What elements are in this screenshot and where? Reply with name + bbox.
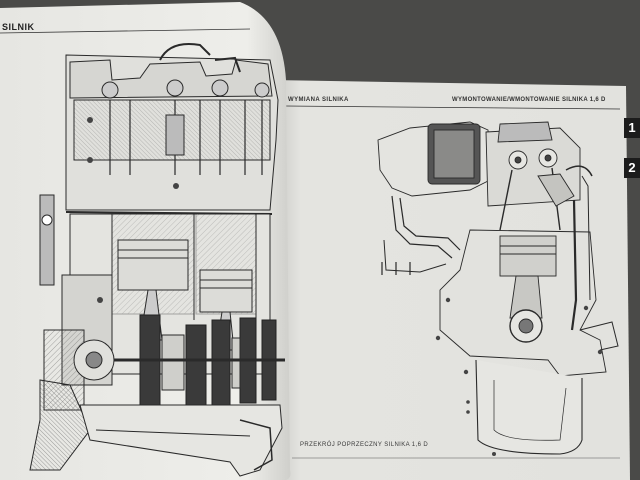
page-header-right: WYMONTOWANIE/WMONTOWANIE SILNIKA 1,6 D (452, 97, 606, 103)
chapter-tab-1: 1 (624, 118, 640, 138)
section-title: SILNIK (2, 22, 35, 32)
engine-longitudinal-section-drawing (29, 43, 285, 477)
page-header-left: WYMIANA SILNIKA (288, 97, 349, 103)
figure-caption: PRZEKRÓJ POPRZECZNY SILNIKA 1,6 D (300, 442, 429, 448)
chapter-tab-2: 2 (624, 158, 640, 178)
engine-cross-section-drawing (377, 121, 619, 456)
